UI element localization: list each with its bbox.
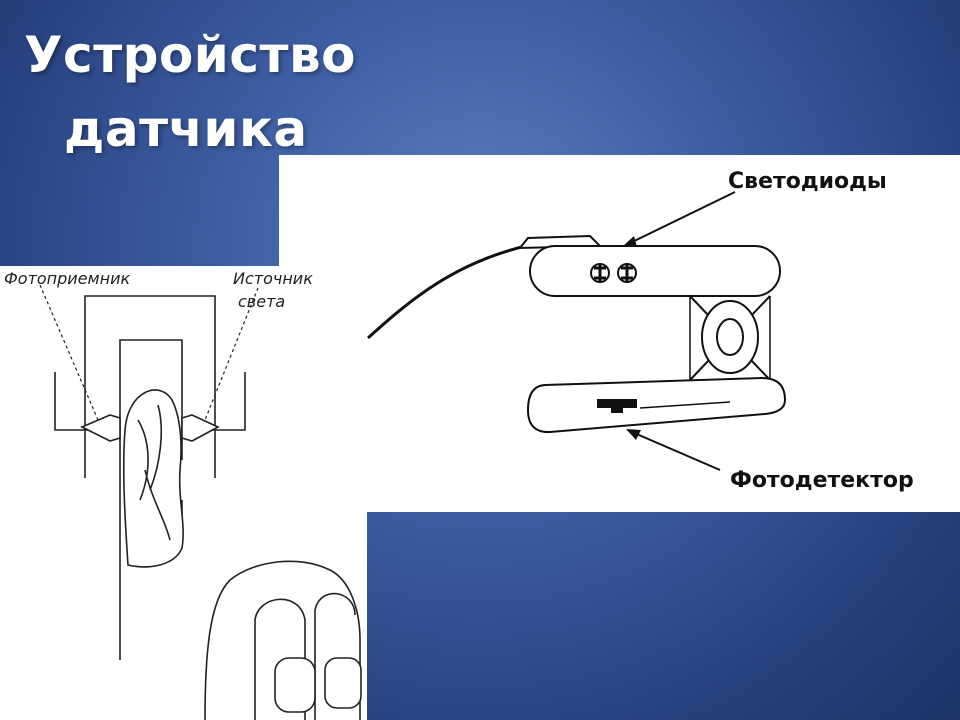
slide-title-line2: датчика xyxy=(64,100,308,158)
led-icon xyxy=(590,263,637,283)
hand-outline xyxy=(204,560,361,720)
photodetector-icon xyxy=(597,399,731,413)
clip-sensor xyxy=(366,191,787,471)
receiver-icon xyxy=(80,414,121,442)
slide-title-line1: Устройство xyxy=(24,26,356,84)
clip-hinge xyxy=(689,295,771,381)
right-bracket xyxy=(205,372,246,431)
leds-label: Светодиоды xyxy=(728,169,887,194)
slide-title: Устройство датчика xyxy=(24,18,356,166)
photodetector-pointer-line xyxy=(631,431,721,471)
fingernail-1 xyxy=(274,657,316,713)
source-label-line1: Источник xyxy=(233,269,313,288)
clip-upper-arm xyxy=(529,245,781,297)
finger-nail-lines xyxy=(137,404,171,541)
left-bracket xyxy=(54,372,95,431)
leds-arrow-icon xyxy=(622,236,637,247)
receiver-leader-line xyxy=(39,284,99,421)
finger-sensor xyxy=(39,284,362,720)
fingernail-2 xyxy=(324,657,362,709)
photodetector-arrow-icon xyxy=(626,429,641,440)
clip-sensor-panel xyxy=(279,155,960,512)
photodetector-label: Фотодетектор xyxy=(730,468,914,493)
leds-pointer-line xyxy=(627,191,736,245)
source-label-line2: света xyxy=(238,292,285,311)
receiver-label: Фотоприемник xyxy=(4,269,130,288)
clip-lower-arm xyxy=(526,376,787,434)
light-source-icon xyxy=(181,414,220,442)
hand-fingers xyxy=(254,592,356,720)
sensor-cable xyxy=(366,238,591,340)
